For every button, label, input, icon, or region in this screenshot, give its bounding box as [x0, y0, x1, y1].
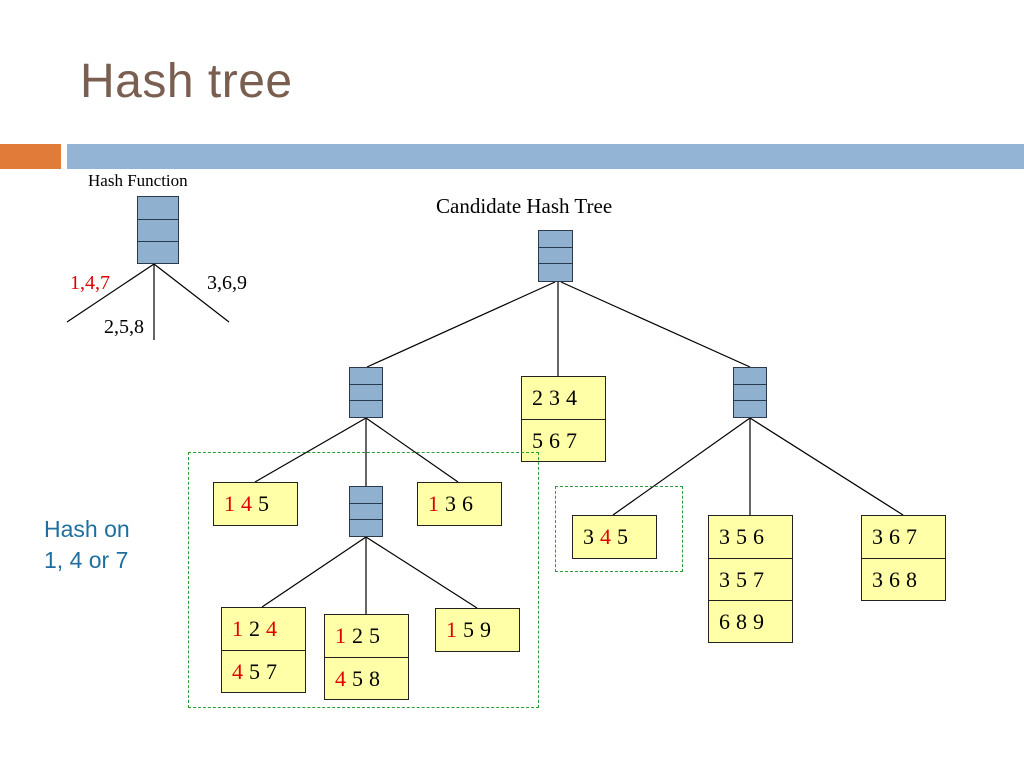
edge-lower-node-c: [365, 536, 478, 609]
hash-note-line1: Hash on: [44, 516, 130, 542]
leaf-item: 2: [532, 385, 543, 410]
leaf-item: 4: [232, 659, 243, 684]
leaf-item: 5: [617, 524, 628, 549]
hash-function-node: [137, 196, 179, 264]
hash-function-branch-right: [153, 263, 230, 323]
hash-region-right: [555, 486, 683, 572]
leaf-item: 6: [889, 567, 900, 592]
hash-function-branch-right-label: 3,6,9: [207, 272, 247, 294]
leaf-item: 6: [753, 524, 764, 549]
leaf-item: 4: [566, 385, 577, 410]
leaf-item: 2: [352, 623, 363, 648]
leaf-item: 5: [369, 623, 380, 648]
leaf-item: 3: [583, 524, 594, 549]
hash-note-line2: 1, 4 or 7: [44, 547, 129, 573]
leaf-item: 3: [719, 567, 730, 592]
leaf-item: 3: [549, 385, 560, 410]
leaf-item: 1: [232, 616, 243, 641]
leaf-item: 1: [446, 617, 457, 642]
hash-region-left: [188, 452, 539, 708]
edge-root-right: [560, 281, 751, 368]
leaf-item: 4: [335, 666, 346, 691]
leaf-item: 3: [872, 524, 883, 549]
leaf-item: 6: [549, 428, 560, 453]
leaf-item: 7: [566, 428, 577, 453]
leaf-item: 8: [906, 567, 917, 592]
leaf-item: 7: [753, 567, 764, 592]
leaf-item: 6: [889, 524, 900, 549]
hash-note: Hash on 1, 4 or 7: [44, 514, 130, 576]
leaf-item: 6: [462, 491, 473, 516]
leaf-item: 9: [753, 609, 764, 634]
hash-function-branch-middle-label: 2,5,8: [104, 316, 144, 338]
hash-function-label: Hash Function: [88, 171, 188, 190]
edge-right-node-c: [749, 417, 904, 516]
hash-function-branch-left-label: 1,4,7: [70, 272, 110, 294]
edge-root-left: [366, 281, 556, 368]
root-node: [538, 230, 573, 282]
leaf-item: 8: [369, 666, 380, 691]
leaf-item: 5: [736, 524, 747, 549]
leaf-item: 3: [719, 524, 730, 549]
leaf-item: 5: [258, 491, 269, 516]
title-accent-bar-blue: [67, 144, 1024, 169]
lower-internal-node: [349, 486, 383, 537]
edge-left-node-c: [365, 417, 459, 483]
leaf-item: 4: [266, 616, 277, 641]
leaf-item: 5: [736, 567, 747, 592]
title-accent-bar-orange: [0, 144, 61, 169]
leaf-item: 1: [335, 623, 346, 648]
right-internal-node: [733, 367, 767, 418]
leaf-item: 5: [352, 666, 363, 691]
page-title: Hash tree: [80, 55, 293, 108]
leaf-item: 3: [872, 567, 883, 592]
hash-function-branch-left: [66, 263, 155, 323]
leaf-item: 4: [600, 524, 611, 549]
leaf-item: 5: [532, 428, 543, 453]
left-internal-node: [349, 367, 383, 418]
edge-lower-node-a: [261, 536, 367, 608]
edge-left-node-a: [254, 417, 367, 483]
leaf-item: 8: [736, 609, 747, 634]
leaf-item: 1: [428, 491, 439, 516]
leaf-item: 1: [224, 491, 235, 516]
leaf-item: 7: [906, 524, 917, 549]
leaf-item: 5: [463, 617, 474, 642]
leaf-item: 9: [480, 617, 491, 642]
edge-right-node-a: [612, 417, 751, 516]
candidate-tree-label: Candidate Hash Tree: [436, 194, 613, 218]
leaf-item: 4: [241, 491, 252, 516]
leaf-item: 3: [445, 491, 456, 516]
leaf-item: 6: [719, 609, 730, 634]
leaf-item: 5: [249, 659, 260, 684]
leaf-item: 2: [249, 616, 260, 641]
leaf-item: 7: [266, 659, 277, 684]
